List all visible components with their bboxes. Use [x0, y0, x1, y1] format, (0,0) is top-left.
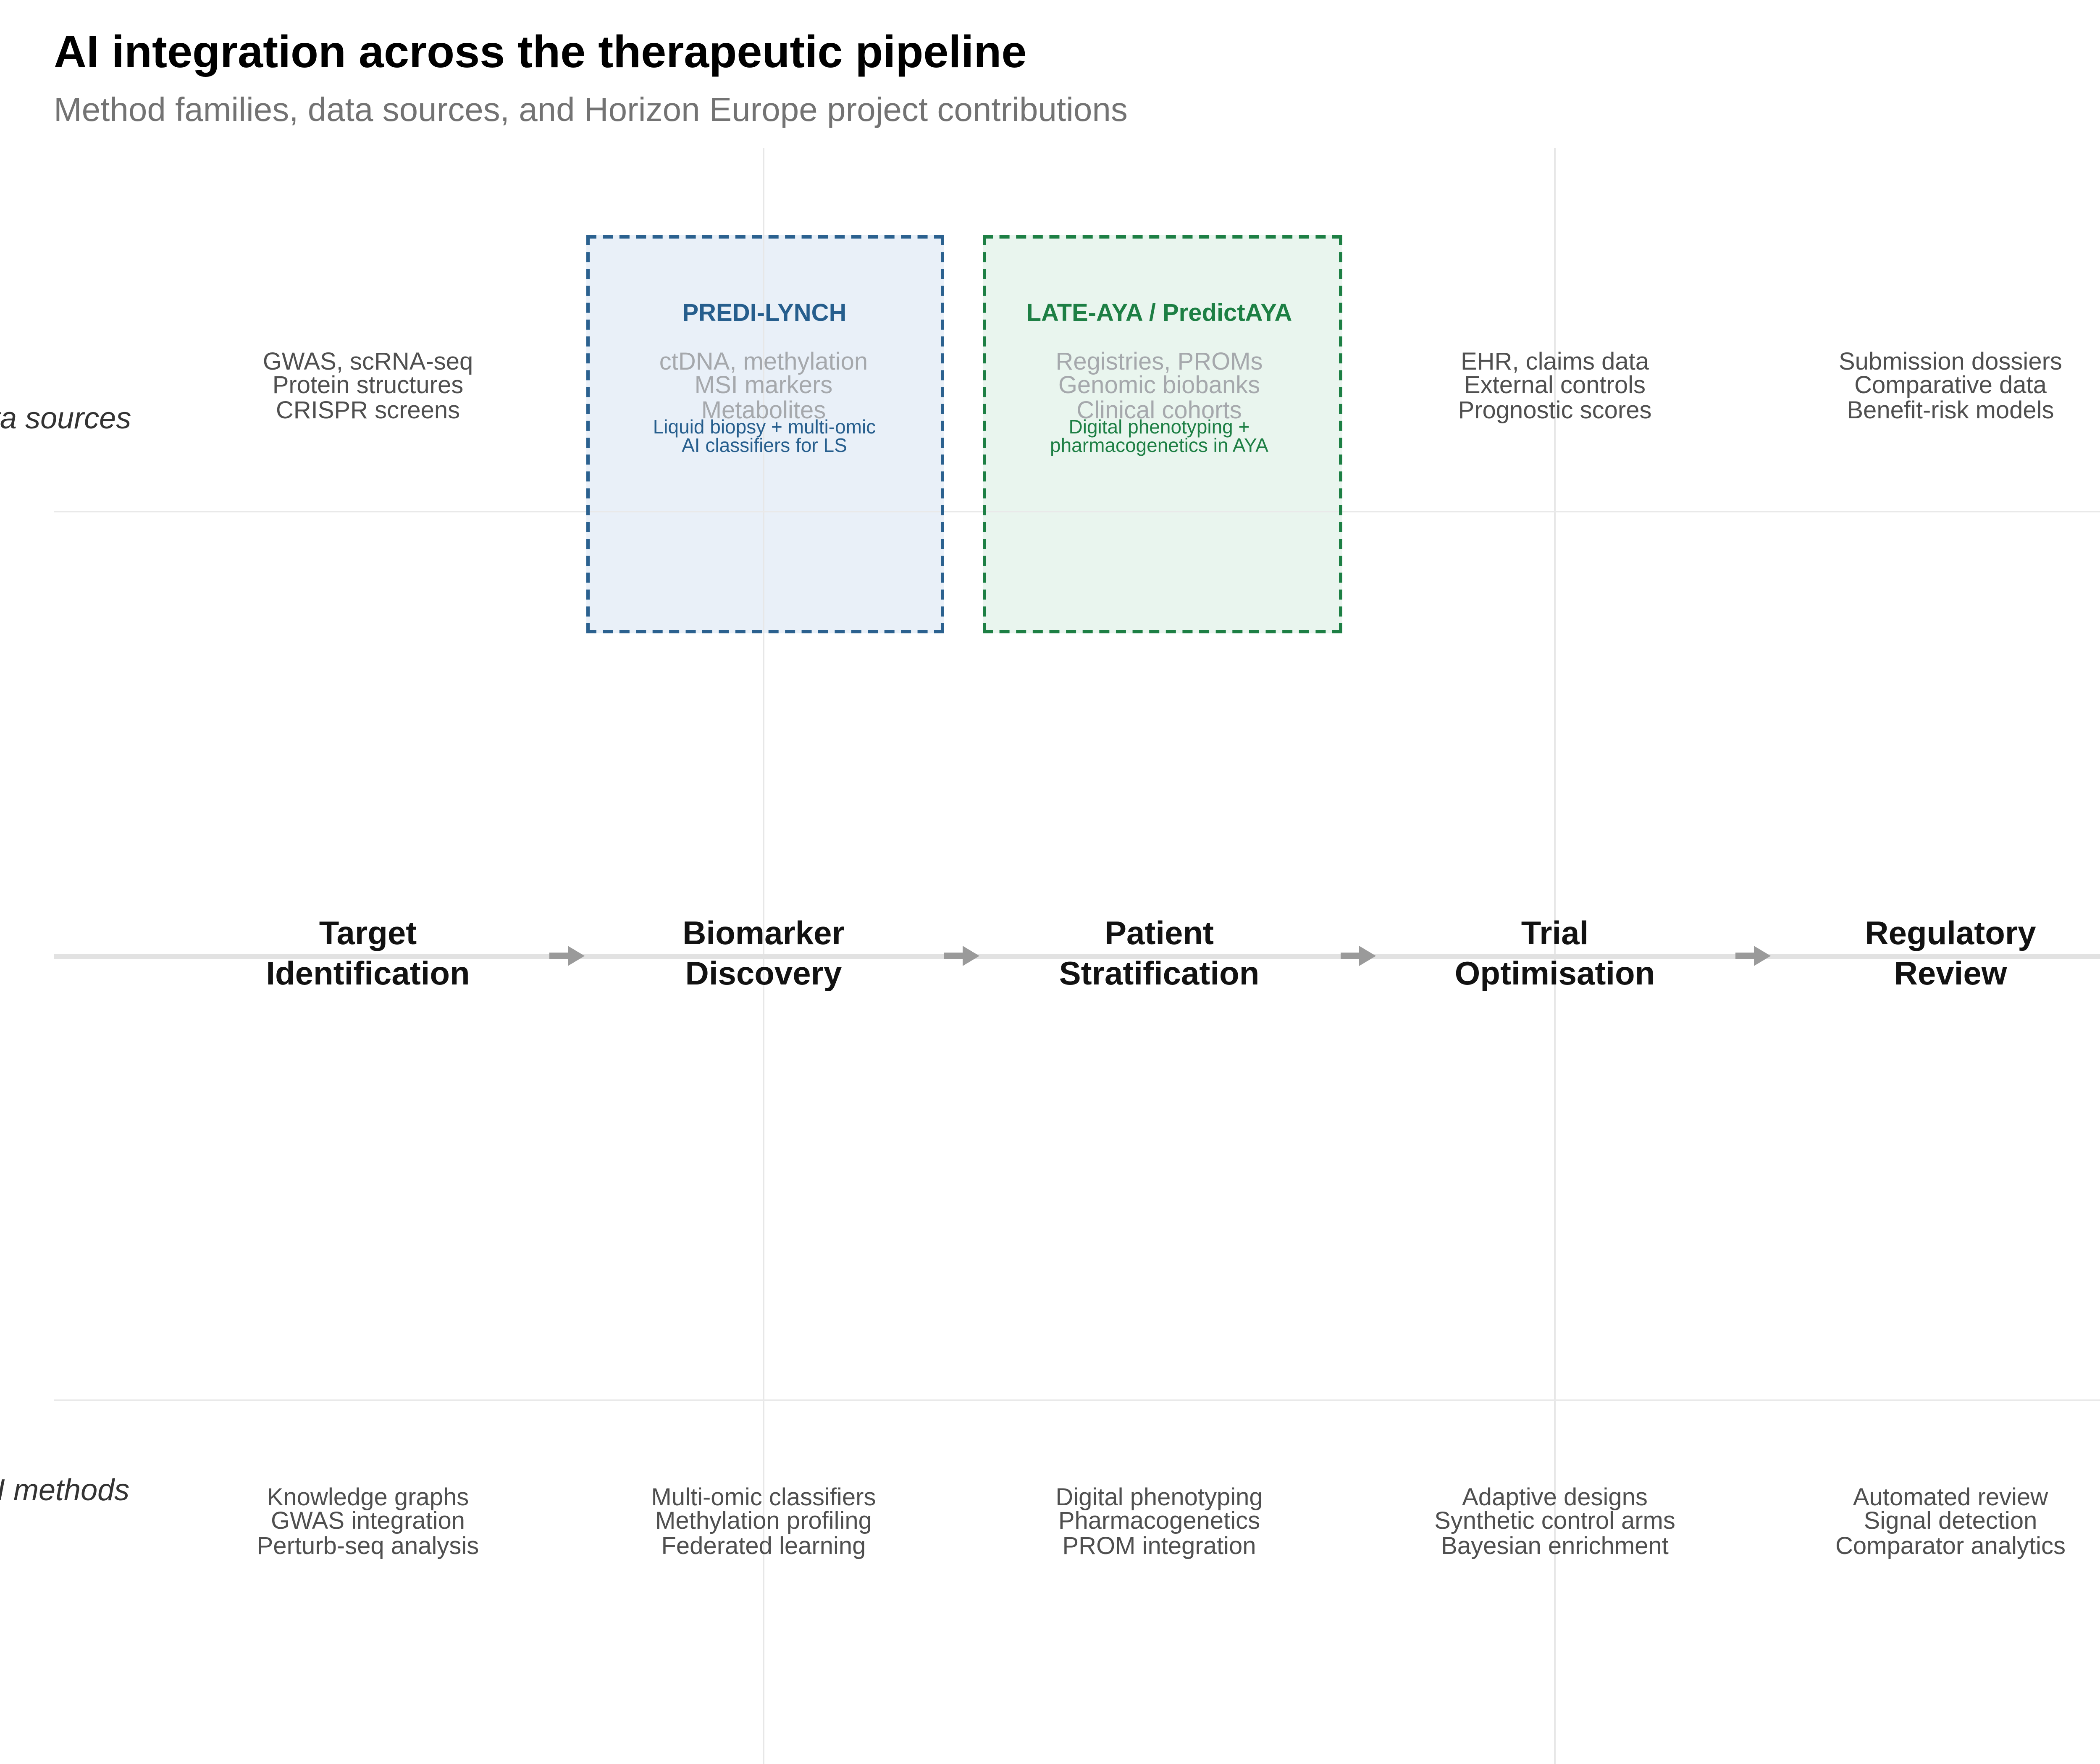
data-source-item: Protein structures [272, 373, 464, 401]
ai-method-item: GWAS integration [270, 1509, 465, 1536]
project-contribution-line: pharmacogenetics in AYA [1050, 436, 1268, 457]
stage-label-line: Optimisation [1454, 956, 1655, 993]
project-box-fill-predi-lynch [585, 235, 944, 633]
ai-method-item: Comparator analytics [1835, 1533, 2066, 1561]
page-title: AI integration across the therapeutic pi… [54, 27, 1027, 77]
ai-method-item: Synthetic control arms [1434, 1509, 1675, 1536]
stage-label-target-identification: Target Identification [170, 916, 566, 995]
gridline-horizontal-bottom [54, 1399, 2100, 1402]
project-contribution-late-aya: Digital phenotyping + pharmacogenetics i… [958, 418, 1361, 457]
row-label-data-sources: Data sources [0, 402, 131, 435]
project-box-border-late-aya [983, 235, 1341, 633]
ai-method-item: Signal detection [1864, 1509, 2037, 1536]
data-source-item: Comparative data [1854, 373, 2047, 401]
arrow-icon [1754, 945, 1772, 965]
project-box-fill-late-aya [983, 235, 1341, 633]
data-sources-patient-stratification: Registries, PROMs Genomic biobanks Clini… [974, 349, 1344, 425]
ai-method-item: Perturb-seq analysis [257, 1533, 479, 1561]
data-source-item: ctDNA, methylation [659, 349, 868, 376]
arrow-icon [567, 945, 585, 965]
project-contribution-line: Liquid biopsy + multi-omic [653, 418, 876, 438]
project-contribution-line: Digital phenotyping + [1068, 418, 1250, 438]
stage-label-line: Regulatory [1865, 916, 2036, 953]
ai-method-item: Methylation profiling [655, 1509, 872, 1536]
ai-method-item: PROM integration [1062, 1533, 1256, 1561]
data-source-item: Benefit-risk models [1847, 398, 2054, 425]
data-sources-biomarker-discovery: ctDNA, methylation MSI markers Metabolit… [579, 349, 948, 425]
data-sources-regulatory-review: Submission dossiers Comparative data Ben… [1766, 349, 2100, 425]
data-source-item: Metabolites [701, 398, 826, 425]
ai-method-item: Bayesian enrichment [1441, 1533, 1669, 1561]
ai-method-item: Digital phenotyping [1055, 1485, 1263, 1512]
ai-methods-target-identification: Knowledge graphs GWAS integration Pertur… [183, 1485, 553, 1561]
data-source-item: EHR, claims data [1460, 349, 1649, 376]
ai-method-item: Adaptive designs [1462, 1485, 1648, 1512]
ai-method-item: Automated review [1853, 1485, 2048, 1512]
stage-label-line: Stratification [1059, 956, 1260, 993]
page-subtitle: Method families, data sources, and Horiz… [54, 92, 1128, 129]
arrow-icon [1359, 945, 1376, 965]
arrow-icon [963, 945, 980, 965]
stage-label-regulatory-review: Regulatory Review [1752, 916, 2100, 995]
stage-label-line: Target [319, 916, 417, 953]
project-contribution-line: AI classifiers for LS [682, 436, 847, 457]
stage-label-trial-optimisation: Trial Optimisation [1357, 916, 1753, 995]
ai-methods-trial-optimisation: Adaptive designs Synthetic control arms … [1370, 1485, 1740, 1561]
data-source-item: Clinical cohorts [1076, 398, 1242, 425]
arrow-icon [945, 953, 963, 959]
data-source-item: Submission dossiers [1839, 349, 2062, 376]
data-sources-target-identification: GWAS, scRNA-seq Protein structures CRISP… [183, 349, 553, 425]
arrow-icon [1340, 953, 1359, 959]
ai-method-item: Pharmacogenetics [1058, 1509, 1260, 1536]
stage-label-line: Discovery [685, 956, 842, 993]
stage-label-biomarker-discovery: Biomarker Discovery [565, 916, 962, 995]
row-label-ai-methods: AI methods [0, 1473, 130, 1507]
ai-method-item: Multi-omic classifiers [651, 1485, 876, 1512]
stage-label-patient-stratification: Patient Stratification [961, 916, 1357, 995]
data-sources-trial-optimisation: EHR, claims data External controls Progn… [1370, 349, 1740, 425]
data-source-item: Genomic biobanks [1058, 373, 1260, 401]
project-title-late-aya: LATE-AYA / PredictAYA [1026, 301, 1292, 328]
arrow-icon [1736, 953, 1755, 959]
data-source-item: Registries, PROMs [1055, 349, 1263, 376]
arrow-icon [549, 953, 568, 959]
data-source-item: GWAS, scRNA-seq [262, 349, 473, 376]
stage-label-line: Patient [1104, 916, 1214, 953]
ai-methods-patient-stratification: Digital phenotyping Pharmacogenetics PRO… [974, 1485, 1344, 1561]
ai-methods-biomarker-discovery: Multi-omic classifiers Methylation profi… [579, 1485, 948, 1561]
stage-label-line: Identification [266, 956, 470, 993]
data-source-item: CRISPR screens [276, 398, 460, 425]
project-box-border-predi-lynch [585, 235, 944, 633]
ai-method-item: Knowledge graphs [267, 1485, 469, 1512]
data-source-item: MSI markers [694, 373, 833, 401]
stage-label-line: Trial [1521, 916, 1589, 953]
data-source-item: Prognostic scores [1458, 398, 1652, 425]
project-contribution-predi-lynch: Liquid biopsy + multi-omic AI classifier… [563, 418, 966, 457]
ai-method-item: Federated learning [661, 1533, 866, 1561]
stage-label-line: Review [1894, 956, 2007, 993]
project-title-predi-lynch: PREDI-LYNCH [682, 301, 847, 328]
stage-label-line: Biomarker [682, 916, 845, 953]
ai-methods-regulatory-review: Automated review Signal detection Compar… [1766, 1485, 2100, 1561]
gridline-horizontal-top [54, 511, 2100, 513]
data-source-item: External controls [1464, 373, 1646, 401]
